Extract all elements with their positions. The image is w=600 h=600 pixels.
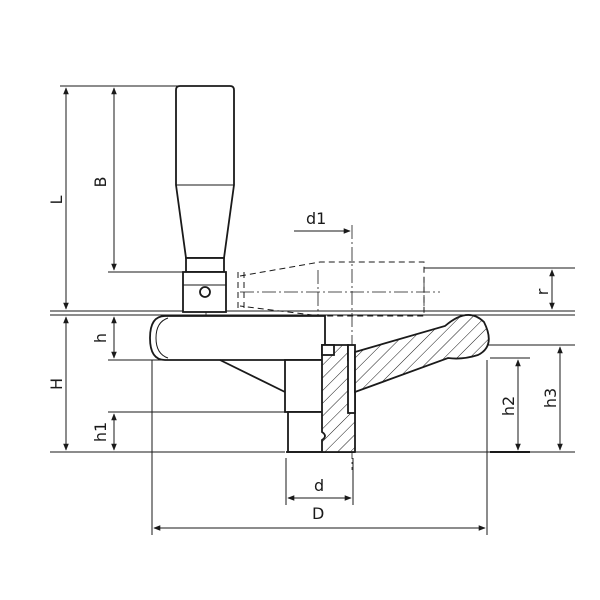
label-D: D (312, 504, 324, 523)
wheel-body (149, 315, 355, 453)
label-h: h (91, 333, 110, 343)
dimension-h3: h3 (541, 346, 563, 451)
dimension-D: D (153, 504, 486, 531)
spoke-arm (354, 314, 490, 394)
label-d: d (314, 476, 324, 495)
dimension-B: B (91, 87, 117, 271)
label-h3: h3 (541, 388, 560, 408)
folded-handle-outline (237, 261, 425, 317)
label-d1: d1 (306, 209, 326, 228)
label-r: r (533, 288, 552, 295)
label-h1: h1 (91, 422, 110, 442)
grip-handle (175, 85, 235, 313)
hub-section (321, 344, 356, 453)
dimension-h2: h2 (499, 359, 521, 451)
label-H: H (47, 378, 66, 390)
dimension-L: L (47, 87, 69, 310)
dimension-d: d (287, 476, 352, 501)
extension-lines (50, 85, 575, 535)
dimension-H: H (47, 316, 69, 451)
pin-icon (199, 286, 211, 298)
dimension-h: h (91, 316, 117, 359)
label-h2: h2 (499, 396, 518, 416)
label-L: L (47, 195, 66, 204)
dimension-r: r (533, 269, 555, 310)
dimension-h1: h1 (91, 413, 117, 451)
label-B: B (91, 177, 110, 188)
dimension-d1: d1 (294, 209, 351, 234)
